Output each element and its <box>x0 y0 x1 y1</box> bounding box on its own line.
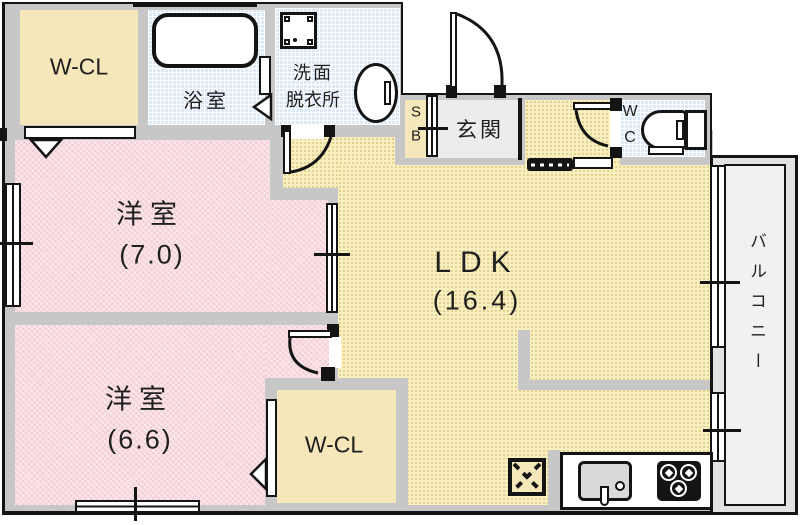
washbasin-icon <box>354 63 398 123</box>
toilet-base <box>648 146 684 155</box>
label-balcony: バルコニー <box>747 232 766 382</box>
window-south-tick <box>134 487 137 521</box>
room-wcl-top <box>20 10 138 125</box>
outline-top2 <box>401 93 712 95</box>
ldk-wall-stub-vertical <box>518 330 530 382</box>
wc-door-jamb-bottom <box>610 147 622 158</box>
window-balcony-lower <box>710 392 726 462</box>
western2-doorway <box>329 337 341 368</box>
wcl-top-door <box>24 126 136 139</box>
entrance-door-arc <box>456 12 504 86</box>
label-bath: 浴室 <box>183 90 229 113</box>
window-balcony-lower-tick <box>703 429 741 432</box>
washroom-doorway <box>291 125 324 139</box>
room-entrance <box>438 100 518 158</box>
window-balcony-upper <box>710 165 726 348</box>
window-west-tick <box>0 242 33 245</box>
label-wcl-bottom: W-CL <box>304 431 364 458</box>
label-entrance: 玄関 <box>456 119 504 142</box>
label-washroom-2: 脱衣所 <box>286 90 340 110</box>
window-west <box>5 183 21 307</box>
wc-door-jamb-top <box>610 98 622 111</box>
stove-burner <box>680 464 697 481</box>
outline-left <box>2 2 5 514</box>
kitchen-faucet <box>600 486 609 506</box>
room-shoebox <box>405 100 428 158</box>
label-western1-size: (7.0) <box>119 239 185 270</box>
wc-door-leaf <box>573 102 612 110</box>
entrance-door-jamb-left <box>446 85 457 98</box>
entrance-step <box>527 158 573 171</box>
western2-door-leaf <box>288 330 332 338</box>
entrance-door-jamb-right <box>494 85 506 98</box>
washroom-door-jamb-right <box>324 125 335 137</box>
stove-icon <box>657 461 701 501</box>
kitchen-wall-stub <box>548 450 560 508</box>
label-western2-size: (6.6) <box>107 424 173 455</box>
room-western2-main <box>15 325 265 505</box>
label-shoebox-b: B <box>410 127 422 145</box>
bath-door <box>259 56 271 95</box>
wcl-bottom-door <box>266 399 277 497</box>
entrance-hall-divider <box>518 98 522 160</box>
toilet-flush <box>676 120 684 140</box>
outline-bottom <box>2 511 713 515</box>
wc-doorway <box>610 110 620 148</box>
label-shoebox-s: S <box>410 103 422 121</box>
label-wc-c: C <box>624 129 636 146</box>
hall-counter <box>573 157 613 169</box>
label-western2: 洋室 <box>105 384 173 415</box>
outline-right-top <box>710 93 712 157</box>
label-wc-w: W <box>622 103 638 120</box>
label-western1: 洋室 <box>116 199 184 230</box>
label-ldk: LDK <box>434 246 520 279</box>
floor-hatch-icon <box>508 458 546 496</box>
outline-step <box>401 2 403 95</box>
stove-burner <box>670 480 687 497</box>
label-washroom-1: 洗面 <box>293 63 333 83</box>
kitchen-knob <box>615 481 625 491</box>
toilet-tank <box>685 110 707 150</box>
window-south <box>75 500 200 513</box>
sliding-door-western1-tick <box>314 253 350 256</box>
ldk-wall-horizontal <box>518 380 713 390</box>
washing-machine-icon <box>280 12 317 49</box>
bathtub-icon <box>152 13 258 68</box>
entrance-door-leaf <box>450 12 457 88</box>
room-wcl-bottom <box>277 390 396 503</box>
washroom-door-leaf <box>283 130 291 174</box>
stove-burner <box>660 464 677 481</box>
label-ldk-size: (16.4) <box>432 285 522 316</box>
western2-door-jamb-bottom <box>321 367 335 381</box>
washbasin-tap <box>384 81 391 105</box>
bath-top-window <box>133 2 257 7</box>
room-western1-main <box>15 140 270 312</box>
shoebox-cabinet-tick <box>418 127 448 130</box>
label-wcl-top: W-CL <box>49 53 109 80</box>
sliding-door-western1 <box>326 203 338 313</box>
left-wall-vent-mark <box>0 128 7 141</box>
shoebox-cabinet <box>426 95 438 157</box>
room-western1-ext <box>270 200 328 312</box>
window-balcony-upper-tick <box>700 281 740 284</box>
